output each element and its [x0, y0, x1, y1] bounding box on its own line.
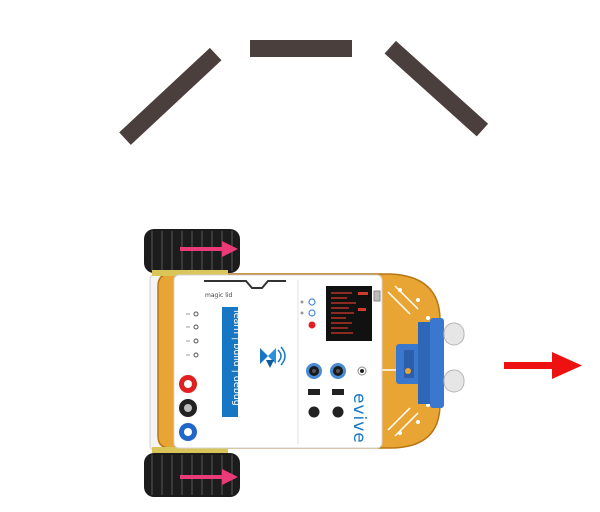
lid-label: magic lid [205, 292, 233, 299]
potentiometer-1 [306, 363, 322, 379]
lid-slot [204, 280, 286, 289]
slide-switches [308, 389, 344, 395]
chassis-lines [382, 285, 419, 437]
tagline-bar [222, 307, 238, 417]
robot: magic lid learn | build | [144, 229, 465, 497]
ultrasonic-sensor [396, 318, 465, 408]
status-leds [300, 298, 316, 329]
port-labels [193, 311, 199, 358]
tactile-buttons [308, 406, 344, 418]
wall-right [384, 40, 489, 137]
tft-display [326, 286, 372, 341]
banana-jack-blue [179, 423, 197, 441]
banana-jack-black [179, 399, 197, 417]
banana-jack-red [179, 375, 197, 393]
evive-logo-icon [260, 346, 286, 368]
wall-top [250, 40, 352, 57]
top-wheel [144, 229, 240, 276]
evive-brand: evive [349, 393, 369, 444]
direction-arrow-right [504, 352, 582, 379]
tagline-text: learn | build | debug [231, 310, 242, 406]
wall-left [119, 47, 222, 145]
maze-walls [119, 40, 489, 145]
usb-port [373, 290, 381, 302]
nav-key [357, 366, 367, 376]
bottom-wheel [144, 447, 240, 497]
potentiometer-2 [330, 363, 346, 379]
